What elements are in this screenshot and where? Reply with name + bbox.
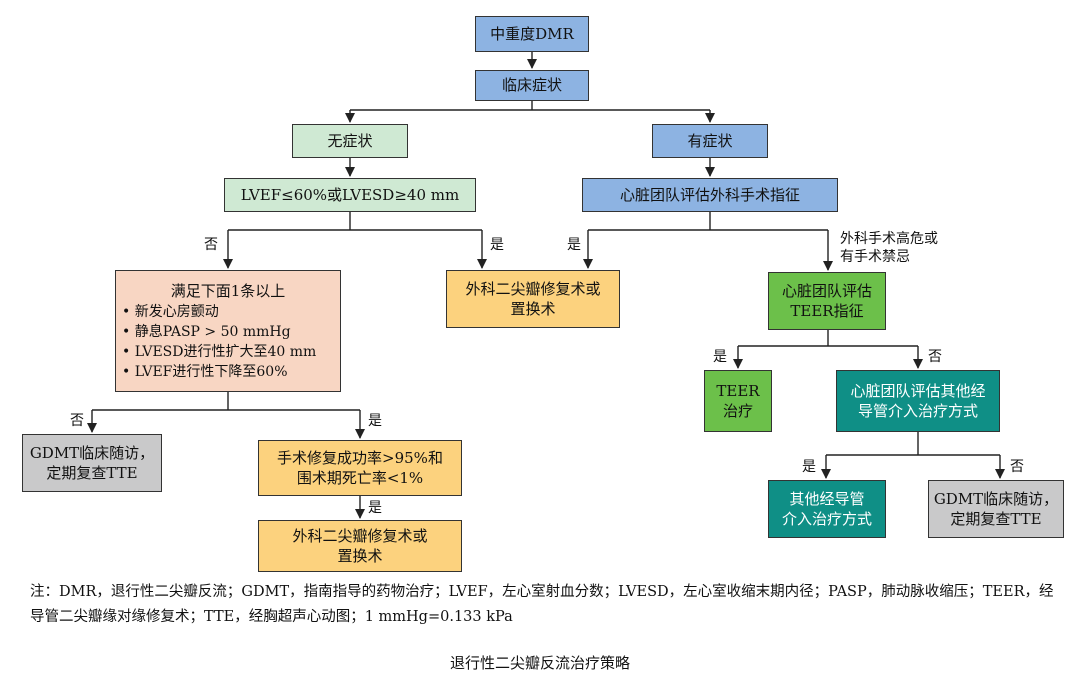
node-dmr-text: 中重度DMR [490, 24, 574, 43]
node-success-rate-line: 围术期死亡率<1% [296, 469, 424, 487]
node-lvef-text: LVEF≤60%或LVESD≥40 mm [240, 185, 460, 204]
criteria-item: 静息PASP > 50 mmHg [122, 323, 316, 343]
label-yes-other: 是 [802, 459, 816, 475]
node-success-rate: 手术修复成功率>95%和 围术期死亡率<1% [258, 440, 462, 496]
node-asymptomatic-text: 无症状 [327, 131, 373, 150]
label-no-other: 否 [1010, 459, 1024, 475]
node-success-rate-line: 手术修复成功率>95%和 [277, 448, 443, 467]
node-gdmt-1: GDMT临床随访， 定期复查TTE [22, 434, 162, 492]
node-heart-team-teer: 心脏团队评估 TEER指征 [768, 272, 886, 330]
node-other-eval-line: 导管介入治疗方式 [857, 402, 978, 420]
node-heart-team-surgery: 心脏团队评估外科手术指征 [582, 178, 838, 212]
node-other-eval-line: 心脏团队评估其他经 [850, 381, 986, 400]
edge-other-eval-split [826, 432, 1000, 456]
node-surgery-1-line: 外科二尖瓣修复术或 [465, 279, 601, 298]
node-gdmt-2-line: GDMT临床随访， [933, 489, 1059, 508]
node-symptomatic-text: 有症状 [687, 131, 733, 150]
edge-team-split [588, 212, 828, 231]
node-surgery-2: 外科二尖瓣修复术或 置换术 [258, 520, 462, 572]
label-yes-teer: 是 [713, 349, 727, 365]
label-yes-lvef: 是 [490, 237, 504, 253]
footnote: 注：DMR，退行性二尖瓣反流；GDMT，指南指导的药物治疗；LVEF，左心室射血… [30, 584, 1054, 626]
node-gdmt-2: GDMT临床随访， 定期复查TTE [928, 480, 1064, 538]
node-other-eval: 心脏团队评估其他经 导管介入治疗方式 [836, 370, 1000, 432]
criteria-list: 新发心房颤动 静息PASP > 50 mmHg LVESD进行性扩大至40 mm… [122, 303, 317, 383]
node-teer-eval-line: TEER指征 [790, 302, 864, 320]
label-yes-success: 是 [368, 500, 382, 516]
node-clinical-symptom: 临床症状 [475, 70, 589, 101]
figure-caption: 退行性二尖瓣反流治疗策略 [449, 654, 630, 672]
label-yes-criteria: 是 [368, 413, 382, 429]
criteria-item: 新发心房颤动 [122, 303, 316, 323]
label-high-risk: 外科手术高危或 有手术禁忌 [840, 230, 938, 266]
edge-teer-eval-split [738, 330, 918, 347]
label-no-criteria: 否 [70, 413, 84, 429]
node-dmr: 中重度DMR [475, 16, 589, 52]
edge-symptom-split [350, 101, 710, 111]
node-teer-treatment: TEER 治疗 [704, 370, 772, 432]
node-surgery-2-line: 外科二尖瓣修复术或 [292, 526, 428, 545]
label-no-lvef: 否 [204, 237, 218, 253]
node-asymptomatic: 无症状 [292, 124, 408, 158]
node-other-treatment-line: 其他经导管 [789, 489, 865, 508]
edge-lvef-split [228, 212, 482, 231]
node-heart-team-surgery-text: 心脏团队评估外科手术指征 [619, 185, 800, 204]
node-criteria-title: 满足下面1条以上 [170, 282, 286, 300]
node-surgery-1-line: 置换术 [510, 300, 556, 318]
node-teer-treatment-line: 治疗 [722, 402, 753, 420]
criteria-item: LVEF进行性下降至60% [122, 363, 316, 383]
node-symptomatic: 有症状 [652, 124, 768, 158]
node-teer-eval-line: 心脏团队评估 [781, 281, 872, 300]
node-gdmt-1-line: 定期复查TTE [46, 464, 138, 482]
label-high-risk-line: 外科手术高危或 [840, 231, 938, 247]
node-gdmt-2-line: 定期复查TTE [950, 510, 1042, 528]
node-surgery-1: 外科二尖瓣修复术或 置换术 [446, 270, 620, 328]
node-other-treatment: 其他经导管 介入治疗方式 [768, 480, 886, 538]
node-lvef-criteria: LVEF≤60%或LVESD≥40 mm [224, 178, 476, 212]
label-yes-team: 是 [567, 237, 581, 253]
node-gdmt-1-line: GDMT临床随访， [29, 443, 155, 462]
node-other-treatment-line: 介入治疗方式 [781, 510, 872, 528]
criteria-item: LVESD进行性扩大至40 mm [122, 343, 317, 363]
label-no-teer: 否 [928, 349, 942, 365]
label-high-risk-line: 有手术禁忌 [840, 249, 910, 266]
edge-criteria-split [92, 392, 360, 411]
node-criteria: 满足下面1条以上 新发心房颤动 静息PASP > 50 mmHg LVESD进行… [115, 270, 341, 392]
node-surgery-2-line: 置换术 [337, 547, 383, 565]
node-symptom-text: 临床症状 [501, 76, 562, 95]
node-teer-treatment-line: TEER [716, 381, 760, 400]
